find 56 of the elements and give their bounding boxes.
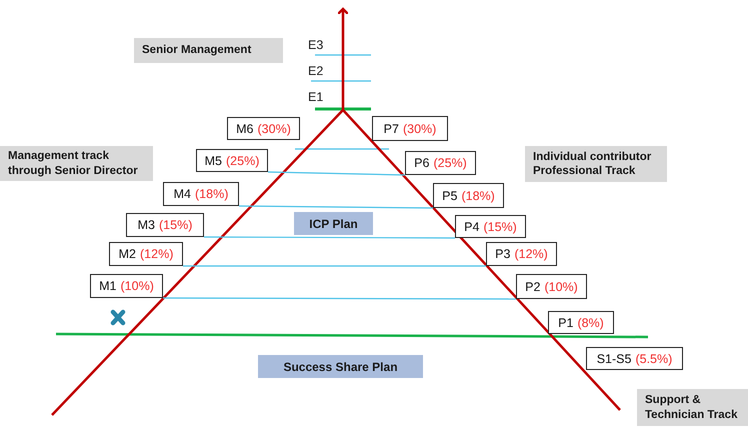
level-link-line <box>163 297 516 300</box>
percentage-text: (25%) <box>433 156 467 170</box>
percentage-text: (12%) <box>140 247 174 261</box>
percentage-text: (10%) <box>544 280 578 294</box>
level-box <box>486 242 557 266</box>
grade-label: E3 <box>308 38 324 52</box>
percentage-text: (25%) <box>226 154 260 168</box>
track-label: Support & Technician Track <box>637 389 748 426</box>
level-code: P1 <box>558 316 574 330</box>
level-box <box>372 116 448 141</box>
level-box <box>126 213 204 237</box>
level-code: M3 <box>138 218 156 232</box>
level-box <box>227 117 300 140</box>
track-label: Management track through Senior Director <box>0 146 153 181</box>
level-box <box>405 151 476 175</box>
percentage-text: (18%) <box>461 188 495 202</box>
percentage-text: (5.5%) <box>635 352 672 366</box>
level-link-line <box>204 236 455 239</box>
percentage-text: (30%) <box>258 122 291 136</box>
level-code: M5 <box>204 154 222 168</box>
percentage-text: (15%) <box>483 220 517 234</box>
level-code: P5 <box>442 188 458 202</box>
grade-label: E2 <box>308 64 324 78</box>
percentage-text: (30%) <box>402 122 436 136</box>
level-code: M4 <box>174 187 192 201</box>
level-code: M2 <box>118 247 136 261</box>
percentage-text: (18%) <box>195 187 228 201</box>
level-link-line <box>239 205 433 209</box>
level-box <box>455 215 526 238</box>
level-box <box>196 149 268 172</box>
level-code: M6 <box>236 122 254 136</box>
level-code: S1-S5 <box>596 352 632 366</box>
level-box <box>163 182 239 206</box>
grade-label: E1 <box>308 90 324 104</box>
level-code: P4 <box>464 220 480 234</box>
percentage-text: (8%) <box>577 316 604 330</box>
level-box <box>586 347 683 370</box>
level-box <box>516 274 587 299</box>
level-code: M1 <box>99 279 117 293</box>
percentage-text: (15%) <box>159 218 192 232</box>
level-code: P3 <box>495 247 510 261</box>
level-link-line <box>268 171 406 176</box>
level-code: P6 <box>414 156 430 170</box>
level-box <box>90 274 163 298</box>
level-code: P7 <box>384 122 399 136</box>
level-box <box>548 311 614 334</box>
plan-label: ICP Plan <box>294 212 373 235</box>
level-box <box>109 242 183 266</box>
track-label: Individual contributor Professional Track <box>525 146 667 182</box>
percentage-text: (12%) <box>514 247 548 261</box>
plan-label: Success Share Plan <box>258 355 423 378</box>
track-label: Senior Management <box>134 38 283 63</box>
level-code: P2 <box>525 280 540 294</box>
level-box <box>433 183 504 208</box>
level-link-line <box>183 265 486 267</box>
percentage-text: (10%) <box>120 279 154 293</box>
